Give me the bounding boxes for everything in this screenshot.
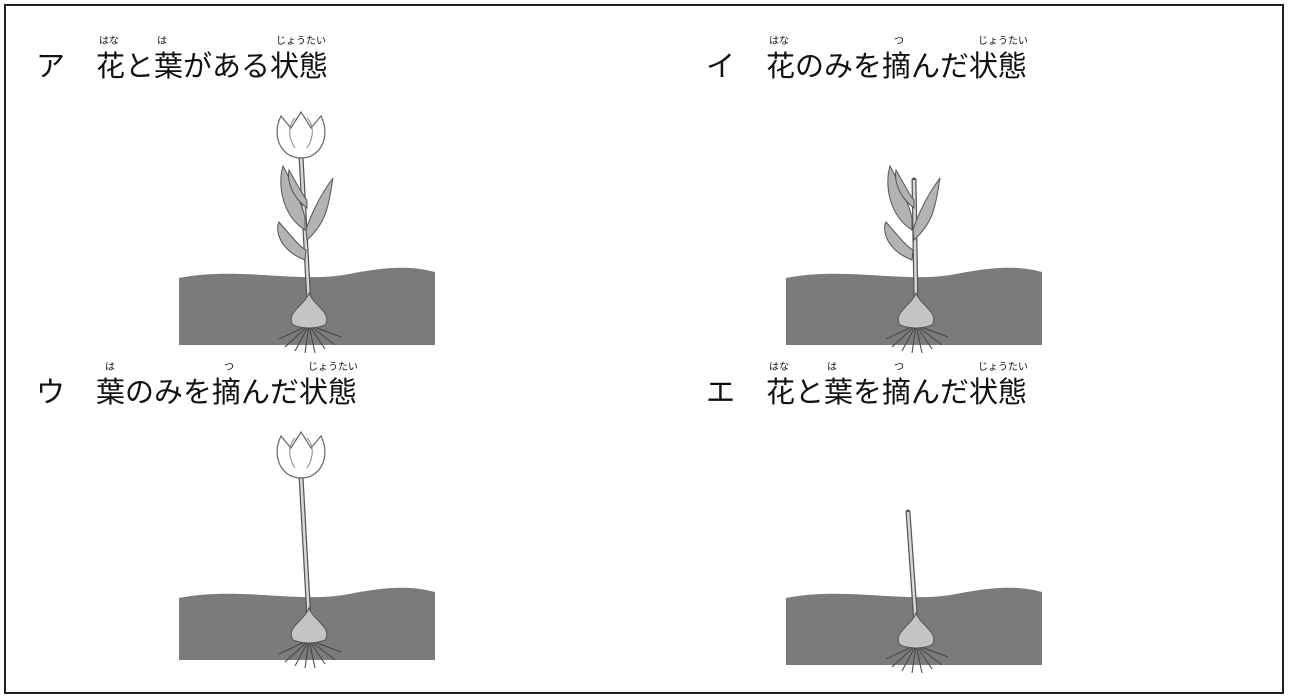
stem bbox=[299, 475, 311, 621]
ruby-ha: は bbox=[105, 362, 115, 373]
leaf bbox=[280, 164, 306, 231]
choice-letter-a: ア bbox=[36, 49, 66, 83]
leaf bbox=[895, 168, 915, 210]
tulip-flower bbox=[276, 110, 326, 159]
petal-line bbox=[306, 437, 313, 469]
ruby-ha: は bbox=[827, 362, 837, 373]
figure-frame bbox=[4, 4, 1284, 694]
plant-illustration-a bbox=[179, 110, 435, 354]
ruby-tsu: つ bbox=[224, 362, 234, 373]
plant-illustration-i bbox=[786, 164, 1042, 354]
caption-phrase: 花と葉がある状態 bbox=[96, 49, 329, 83]
choice-letter-i: イ bbox=[706, 49, 736, 83]
caption-phrase: 花のみを摘んだ状態 bbox=[766, 49, 1028, 83]
ruby-hana: はな bbox=[769, 36, 789, 47]
stem bbox=[906, 511, 918, 626]
ruby-hana: はな bbox=[769, 362, 789, 373]
plant-illustration-e bbox=[786, 509, 1042, 674]
plant-illustration-u bbox=[179, 430, 435, 669]
ruby-ha: は bbox=[157, 36, 167, 47]
tulip-flower bbox=[276, 430, 326, 479]
bulb bbox=[897, 291, 935, 329]
choice-letter-e: エ bbox=[706, 375, 736, 409]
petal-line bbox=[306, 117, 313, 149]
caption-text-u: は つ じょうたい 葉のみを摘んだ状態 bbox=[96, 363, 358, 409]
leaf bbox=[887, 164, 913, 231]
ruby-joutai: じょうたい bbox=[308, 362, 358, 373]
leaf bbox=[277, 221, 307, 261]
bulb bbox=[290, 291, 328, 329]
ruby-hana: はな bbox=[99, 36, 119, 47]
ruby-joutai: じょうたい bbox=[978, 36, 1028, 47]
caption-phrase: 葉のみを摘んだ状態 bbox=[96, 375, 358, 409]
petal-line bbox=[289, 437, 296, 469]
bulb bbox=[290, 606, 328, 644]
choice-letter-u: ウ bbox=[36, 375, 66, 409]
caption-text-i: はな つ じょうたい 花のみを摘んだ状態 bbox=[766, 37, 1028, 83]
ruby-tsu: つ bbox=[894, 36, 904, 47]
leaf bbox=[288, 168, 308, 210]
bulb bbox=[897, 611, 935, 649]
leaf bbox=[884, 221, 914, 261]
caption-phrase: 花と葉を摘んだ状態 bbox=[766, 375, 1028, 409]
caption-text-a: はな は じょうたい 花と葉がある状態 bbox=[96, 37, 329, 83]
caption-text-e: はな は つ じょうたい 花と葉を摘んだ状態 bbox=[766, 363, 1028, 409]
leaf bbox=[305, 177, 334, 242]
leaf bbox=[912, 177, 941, 242]
ruby-tsu: つ bbox=[894, 362, 904, 373]
petal-line bbox=[289, 117, 296, 149]
ruby-joutai: じょうたい bbox=[276, 36, 326, 47]
ruby-joutai: じょうたい bbox=[978, 362, 1028, 373]
